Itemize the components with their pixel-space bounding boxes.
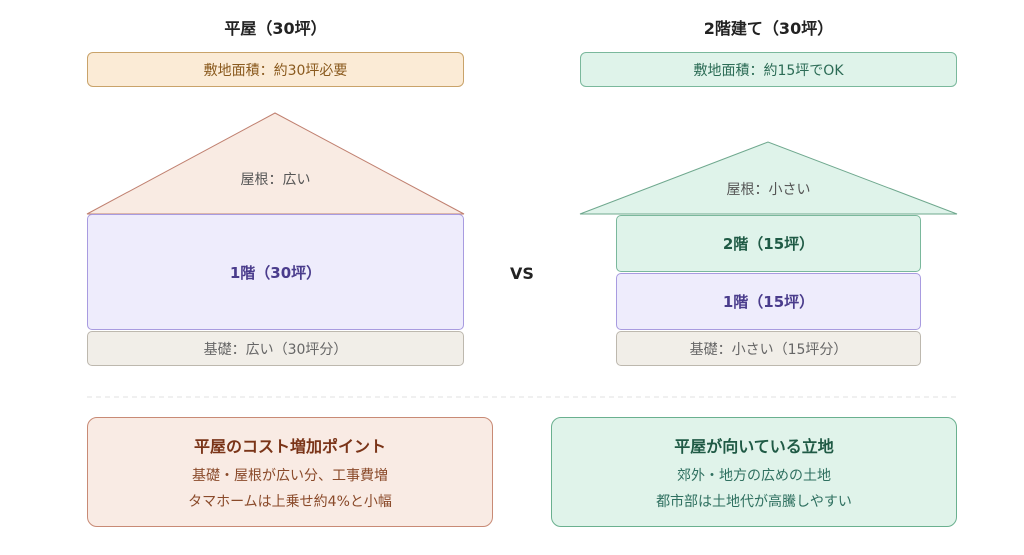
left-foundation: 基礎：広い（30坪分） bbox=[87, 331, 464, 366]
left-title: 平屋（30坪） bbox=[224, 19, 327, 38]
right-title: 2階建て（30坪） bbox=[703, 19, 834, 38]
card-title: 平屋のコスト増加ポイント bbox=[193, 437, 386, 456]
card-title: 平屋が向いている立地 bbox=[674, 437, 834, 456]
card-line: タマホームは上乗せ約4%と小幅 bbox=[188, 494, 392, 510]
left-floor-1: 1階（30坪） bbox=[87, 214, 464, 330]
vs-label: VS bbox=[510, 263, 534, 283]
left-land-banner: 敷地面積：約30坪必要 bbox=[87, 52, 464, 87]
card-line: 郊外・地方の広めの土地 bbox=[677, 468, 831, 484]
card-line: 基礎・屋根が広い分、工事費増 bbox=[192, 468, 388, 484]
card-line: 都市部は土地代が高騰しやすい bbox=[656, 494, 852, 510]
left-roof-label: 屋根：広い bbox=[240, 172, 311, 188]
right-floor-1: 1階（15坪） bbox=[616, 273, 921, 330]
roof-left bbox=[86, 112, 465, 215]
cost-points-card: 平屋のコスト増加ポイント 基礎・屋根が広い分、工事費増 タマホームは上乗せ約4%… bbox=[87, 417, 493, 527]
right-floor-2: 2階（15坪） bbox=[616, 215, 921, 272]
right-foundation: 基礎：小さい（15坪分） bbox=[616, 331, 921, 366]
roof-right bbox=[579, 141, 958, 215]
suitable-location-card: 平屋が向いている立地 郊外・地方の広めの土地 都市部は土地代が高騰しやすい bbox=[551, 417, 957, 527]
right-roof-label: 屋根：小さい bbox=[726, 182, 811, 198]
right-land-banner: 敷地面積：約15坪でOK bbox=[580, 52, 957, 87]
